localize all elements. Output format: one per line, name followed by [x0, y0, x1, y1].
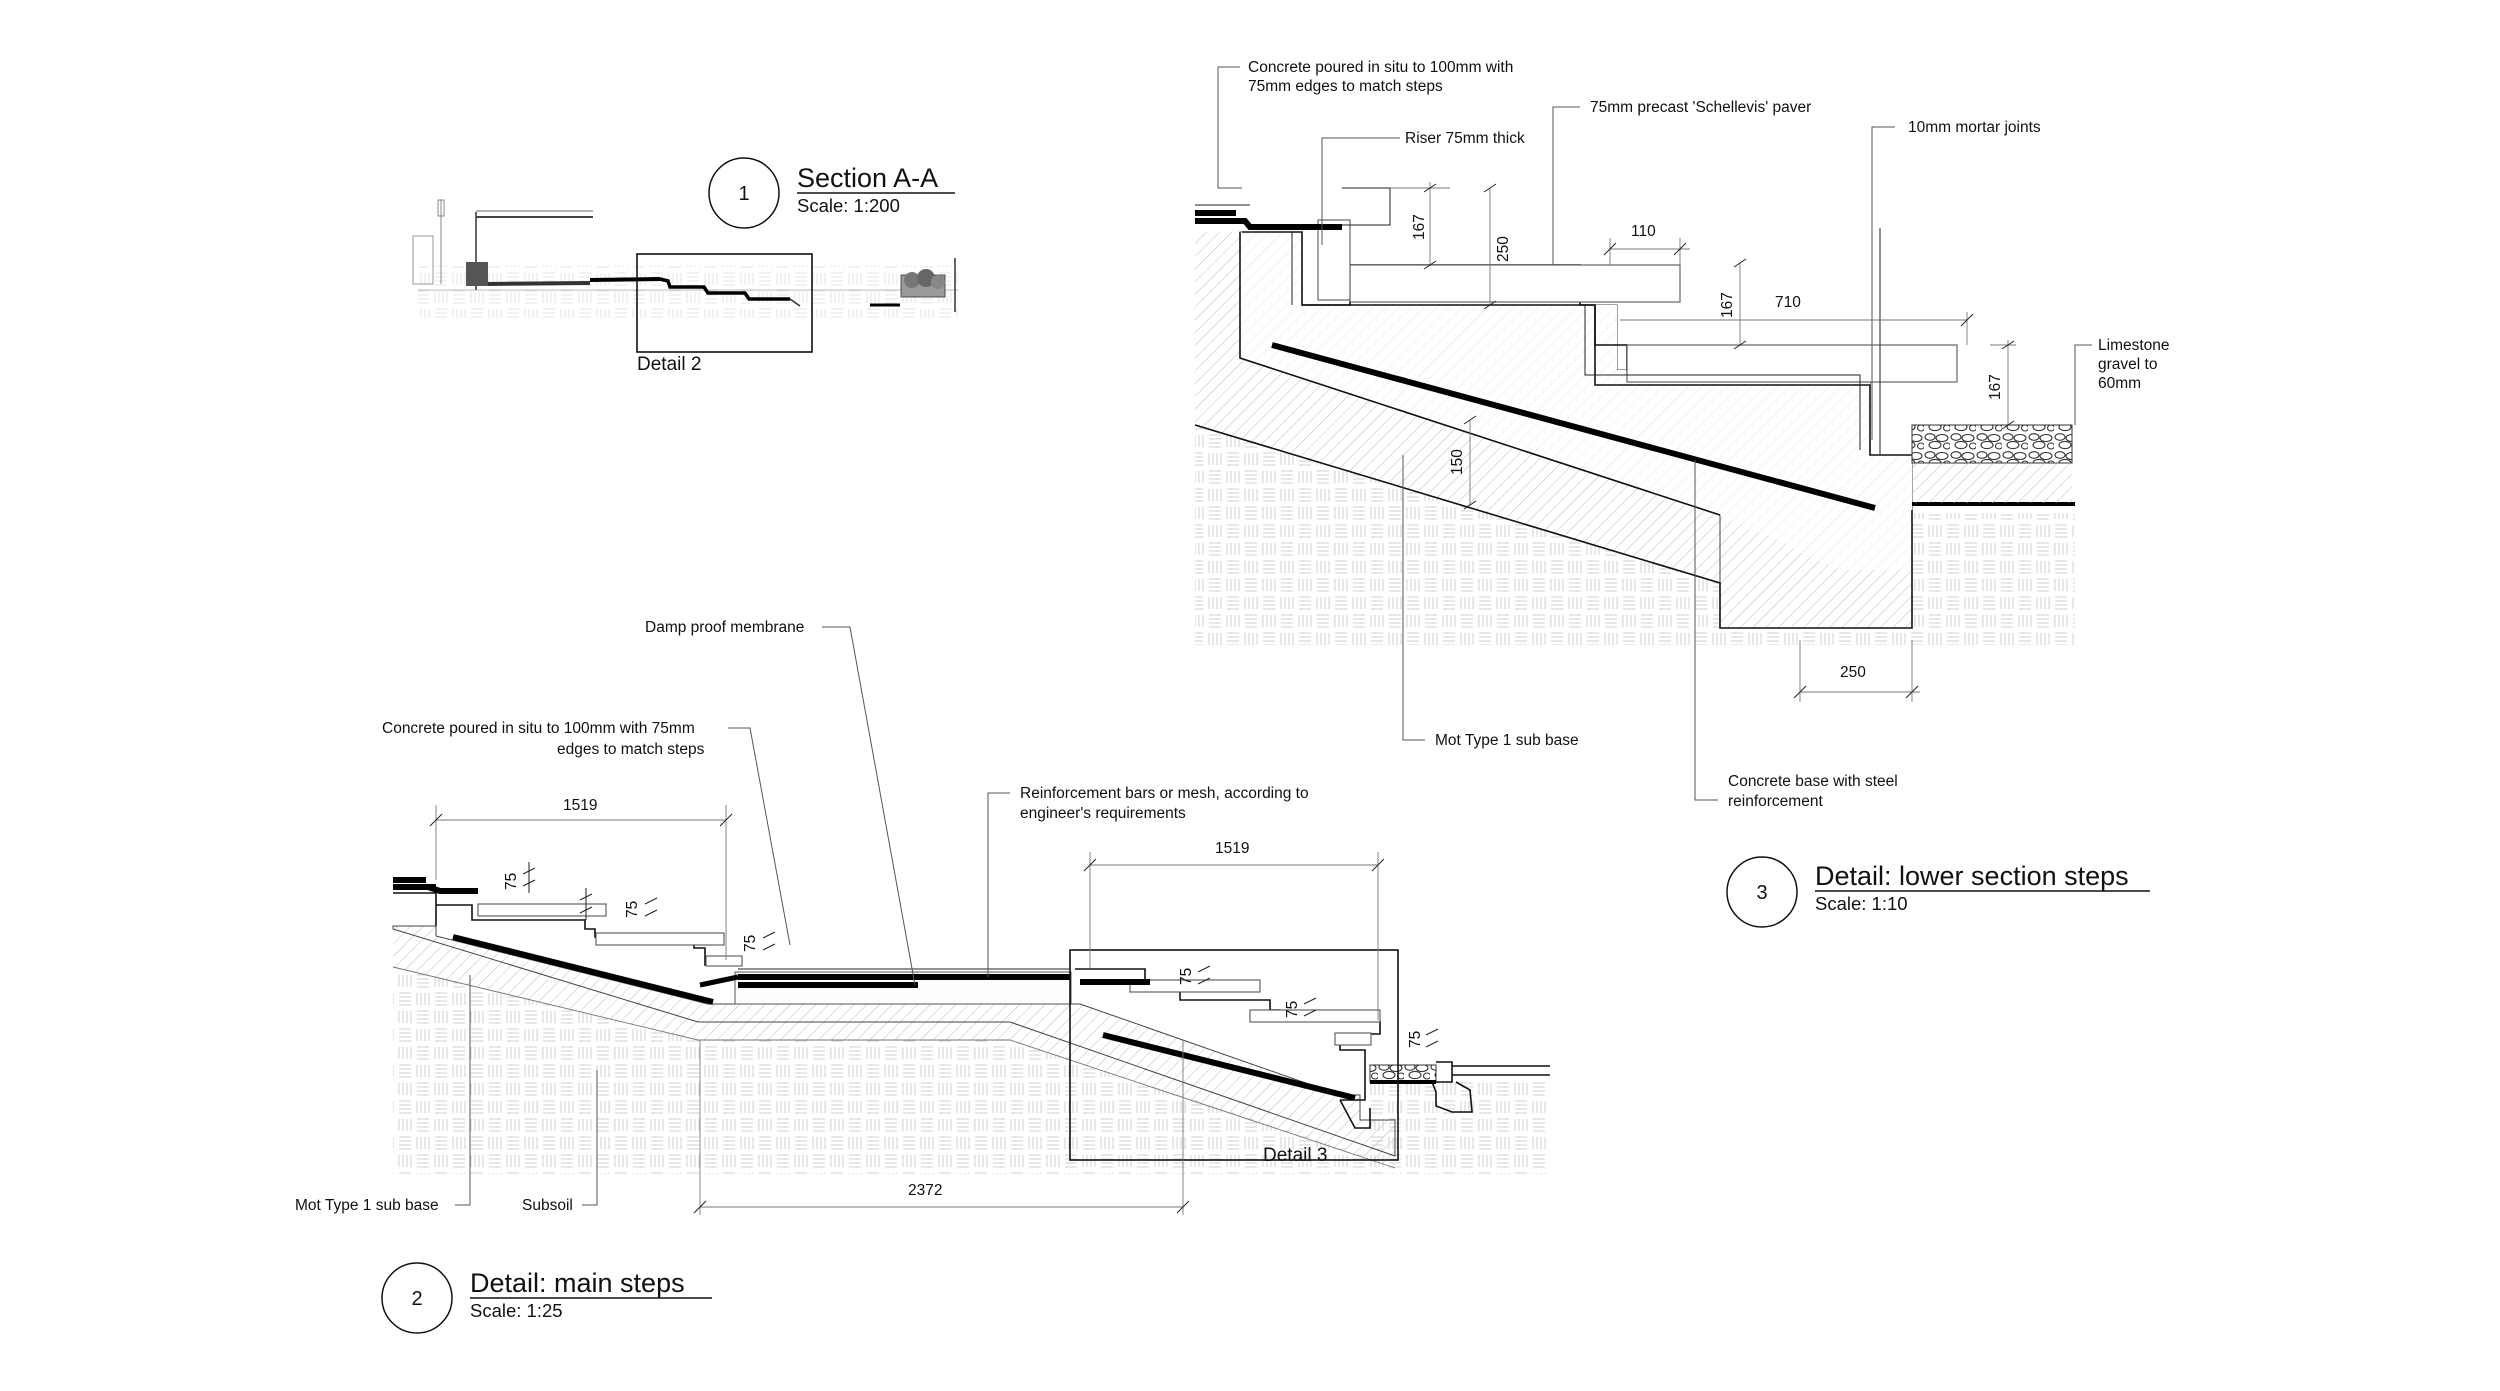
main-steps-gravel [1369, 1064, 1437, 1083]
svg-text:167: 167 [1411, 214, 1428, 240]
main-steps-membrane-lower [1102, 1032, 1356, 1101]
section-aa-detail-2-box [636, 253, 813, 353]
section-aa-drawing [412, 199, 958, 353]
section-aa-detail-label: Detail 2 [637, 354, 701, 375]
main-steps-concrete-label-1: Concrete poured in situ to 100mm with 75… [382, 720, 695, 737]
lower-steps-title: Detail: lower section steps [1815, 861, 2129, 891]
lower-steps-paver-label: 75mm precast 'Schellevis' paver [1590, 99, 1811, 116]
svg-text:150: 150 [1449, 449, 1466, 475]
svg-text:75: 75 [742, 935, 759, 952]
section-aa-number: 1 [738, 183, 749, 205]
section-aa-scale: Scale: 1:200 [797, 195, 900, 216]
svg-text:167: 167 [1987, 374, 2004, 400]
lower-steps-limestone-label-2: gravel to [2098, 356, 2157, 373]
main-steps-reinforcement-label-1: Reinforcement bars or mesh, according to [1020, 785, 1309, 802]
lower-steps-upper-paver [1349, 264, 1681, 303]
main-steps-mot-label: Mot Type 1 sub base [295, 1197, 439, 1214]
svg-text:75: 75 [1178, 968, 1195, 985]
svg-text:75: 75 [503, 873, 520, 890]
svg-text:75: 75 [1284, 1001, 1301, 1018]
main-steps-number-circle [381, 1262, 453, 1334]
lower-steps-base-label-2: reinforcement [1728, 793, 1823, 810]
main-steps-top-edge [393, 884, 478, 894]
main-steps-number: 2 [411, 1288, 422, 1310]
main-steps-membrane-upper [452, 934, 714, 1005]
lower-steps-base-label-1: Concrete base with steel [1728, 773, 1898, 790]
main-steps-dim-right-width-text: 1519 [1215, 840, 1249, 857]
main-steps-landing-membrane [738, 974, 1070, 988]
lower-steps-detail: 167 250 110 167 710 167 [1194, 59, 2170, 928]
main-steps-dim-top-width: 1519 [429, 797, 733, 960]
main-steps-scale: Scale: 1:25 [470, 1300, 563, 1321]
lower-steps-concrete-label-1: Concrete poured in situ to 100mm with [1248, 59, 1513, 76]
main-steps-reinforcement-label-2: engineer's requirements [1020, 805, 1186, 822]
lower-steps-gravel [1911, 424, 2073, 464]
lower-steps-subsoil [1195, 425, 2075, 645]
svg-text:167: 167 [1719, 292, 1736, 318]
main-steps-dim-landing: 2372 [693, 1040, 1190, 1215]
lower-steps-limestone-label-3: 60mm [2098, 375, 2141, 392]
svg-text:75: 75 [1407, 1031, 1424, 1048]
svg-text:75: 75 [624, 901, 641, 918]
main-steps-detail: Detail 3 1519 1519 2372 [295, 619, 1550, 1334]
lower-steps-dims: 167 250 110 167 710 167 [1390, 182, 2016, 702]
lower-steps-top-edge [1195, 218, 1342, 230]
lower-steps-mot-label: Mot Type 1 sub base [1435, 732, 1579, 749]
main-steps-dim-landing-text: 2372 [908, 1182, 942, 1199]
main-steps-title: Detail: main steps [470, 1268, 685, 1298]
main-steps-concrete-label-2: edges to match steps [557, 741, 705, 758]
main-steps-riser-dims: 75 75 75 75 75 75 [503, 862, 1439, 1048]
section-aa: 1 Section A-A Scale: 1:200 Detail 2 [412, 157, 958, 375]
lower-steps-lower-paver [1626, 344, 1958, 383]
main-steps-concrete-slab [392, 925, 1396, 1157]
svg-text:110: 110 [1631, 223, 1656, 240]
lower-steps-limestone-label-1: Limestone [2098, 337, 2170, 354]
main-steps-damp-proof-label: Damp proof membrane [645, 619, 804, 636]
main-steps-dim-right-width: 1519 [1083, 840, 1385, 1020]
lower-steps-subbase [1195, 232, 1720, 583]
lower-steps-concrete-label-2: 75mm edges to match steps [1248, 78, 1443, 95]
main-steps-dim-top-width-text: 1519 [563, 797, 597, 814]
main-steps-subsoil-label: Subsoil [522, 1197, 573, 1214]
lower-steps-mortar-label: 10mm mortar joints [1908, 119, 2041, 136]
section-aa-title: Section A-A [797, 163, 938, 193]
section-aa-number-circle [708, 157, 780, 229]
main-steps-detail-3-box [1069, 949, 1399, 1161]
svg-text:250: 250 [1495, 236, 1512, 262]
lower-steps-number: 3 [1756, 882, 1767, 904]
lower-steps-number-circle [1726, 856, 1798, 928]
lower-steps-riser-label: Riser 75mm thick [1405, 130, 1525, 147]
lower-steps-scale: Scale: 1:10 [1815, 893, 1908, 914]
main-steps-detail-3-label: Detail 3 [1263, 1145, 1327, 1166]
lower-steps-reinforcement [1271, 342, 1876, 511]
svg-text:250: 250 [1840, 664, 1866, 681]
svg-text:710: 710 [1775, 294, 1801, 311]
